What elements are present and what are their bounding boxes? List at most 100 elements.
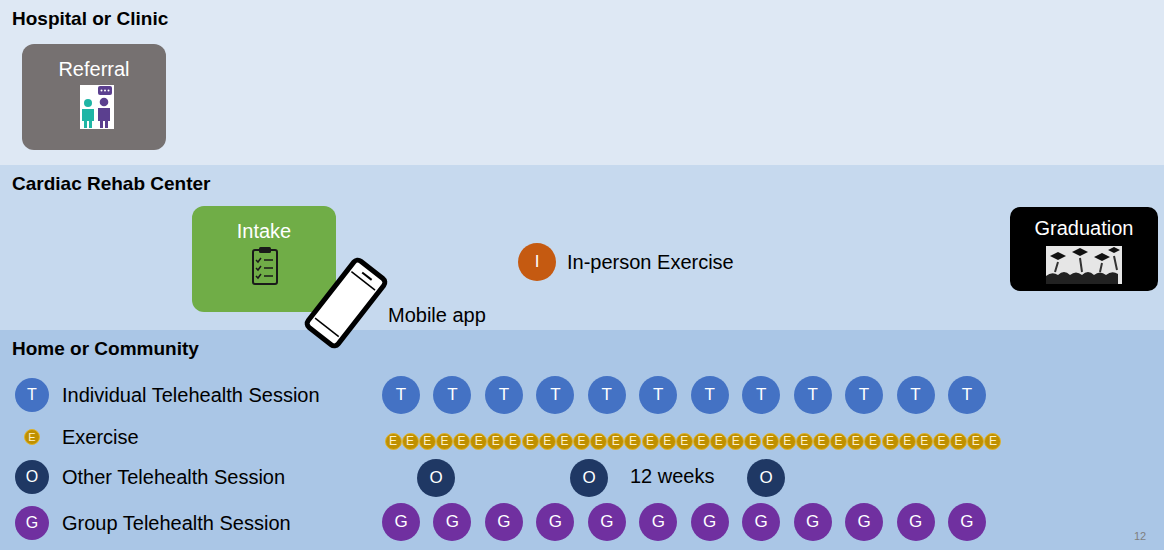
exercise-circle: E xyxy=(402,433,419,450)
exercise-circle: E xyxy=(385,433,402,450)
circle-fill xyxy=(845,376,883,414)
circle-fill xyxy=(985,433,1001,449)
circle-fill xyxy=(897,503,935,541)
exercise-circle: E xyxy=(882,433,899,450)
session-circle: G xyxy=(897,503,935,541)
session-circle: G xyxy=(639,503,677,541)
circle-fill xyxy=(742,376,780,414)
circle-fill xyxy=(433,376,471,414)
exercise-circle: E xyxy=(984,433,1001,450)
circle-fill xyxy=(882,433,898,449)
circle-fill xyxy=(382,503,420,541)
circle-letter: E xyxy=(899,433,916,450)
exercise-circle: E xyxy=(710,433,727,450)
band-heading: Hospital or Clinic xyxy=(0,0,168,30)
circle-letter: G xyxy=(897,503,935,541)
exercise-circle: E xyxy=(642,433,659,450)
circle-fill xyxy=(747,459,785,497)
exercise-circle: E xyxy=(676,433,693,450)
circle-fill xyxy=(948,376,986,414)
circle-fill xyxy=(382,376,420,414)
session-circle: T xyxy=(742,376,780,414)
session-circle: G xyxy=(536,503,574,541)
session-circle: T xyxy=(897,376,935,414)
circle-fill xyxy=(454,433,470,449)
circle-letter: E xyxy=(590,433,607,450)
circle-fill xyxy=(794,503,832,541)
circle-letter: G xyxy=(845,503,883,541)
exercise-circle: E xyxy=(659,433,676,450)
circle-fill xyxy=(968,433,984,449)
circle-letter: G xyxy=(691,503,729,541)
circle-fill xyxy=(402,433,418,449)
exercise-circle: E xyxy=(624,433,641,450)
circle-fill xyxy=(916,433,932,449)
exercise-circle: E xyxy=(916,433,933,450)
circle-fill xyxy=(539,433,555,449)
session-circle: T xyxy=(794,376,832,414)
exercise-circle: E xyxy=(436,433,453,450)
circle-fill xyxy=(951,433,967,449)
circle-fill xyxy=(865,433,881,449)
circle-fill xyxy=(536,376,574,414)
circle-letter: E xyxy=(24,429,40,445)
band-heading: Cardiac Rehab Center xyxy=(0,165,211,195)
circle-letter: T xyxy=(382,376,420,414)
circle-fill xyxy=(570,459,608,497)
session-circle: T xyxy=(382,376,420,414)
circle-letter: E xyxy=(624,433,641,450)
region-band: Home or CommunityTIndividual Telehealth … xyxy=(0,330,1164,550)
referral-box: Referral xyxy=(22,44,166,150)
circle-letter: T xyxy=(433,376,471,414)
session-circle: T xyxy=(948,376,986,414)
exercise-circle: E xyxy=(779,433,796,450)
session-circle: G xyxy=(433,503,471,541)
duration-label: 12 weeks xyxy=(630,465,715,488)
exercise-circle: E xyxy=(727,433,744,450)
activity-circle: IIn-person Exercise xyxy=(518,243,556,281)
exercise-circle: E xyxy=(847,433,864,450)
session-circle: O xyxy=(747,459,785,497)
circle-fill xyxy=(15,378,49,412)
circle-fill xyxy=(15,506,49,540)
circle-letter: E xyxy=(727,433,744,450)
circle-letter: E xyxy=(573,433,590,450)
exercise-circle: E xyxy=(470,433,487,450)
circle-fill xyxy=(522,433,538,449)
circle-fill xyxy=(639,376,677,414)
circle-fill xyxy=(694,433,710,449)
circle-fill xyxy=(762,433,778,449)
circle-letter: O xyxy=(417,459,455,497)
circle-fill xyxy=(742,503,780,541)
circle-letter: I xyxy=(518,243,556,281)
exercise-circle: E xyxy=(796,433,813,450)
circle-letter: E xyxy=(950,433,967,450)
exercise-circle: E xyxy=(522,433,539,450)
session-circle: G xyxy=(794,503,832,541)
circle-fill xyxy=(505,433,521,449)
circle-fill xyxy=(848,433,864,449)
session-circle: T xyxy=(433,376,471,414)
circle-letter: E xyxy=(779,433,796,450)
circle-fill xyxy=(485,503,523,541)
circle-fill xyxy=(691,376,729,414)
circle-letter: E xyxy=(967,433,984,450)
circle-fill xyxy=(642,433,658,449)
circle-fill xyxy=(948,503,986,541)
circle-fill xyxy=(591,433,607,449)
circle-letter: E xyxy=(796,433,813,450)
circle-letter: E xyxy=(419,433,436,450)
session-circle: G xyxy=(588,503,626,541)
circle-fill xyxy=(814,433,830,449)
circle-fill xyxy=(933,433,949,449)
circle-fill xyxy=(676,433,692,449)
circle-fill xyxy=(485,376,523,414)
legend-label: Other Telehealth Session xyxy=(62,466,285,489)
circle-letter: T xyxy=(588,376,626,414)
circle-letter: E xyxy=(762,433,779,450)
circle-letter: O xyxy=(570,459,608,497)
session-circle: T xyxy=(536,376,574,414)
graduation-box: Graduation xyxy=(1010,207,1158,291)
box-label: Intake xyxy=(237,220,291,243)
circle-fill xyxy=(745,433,761,449)
